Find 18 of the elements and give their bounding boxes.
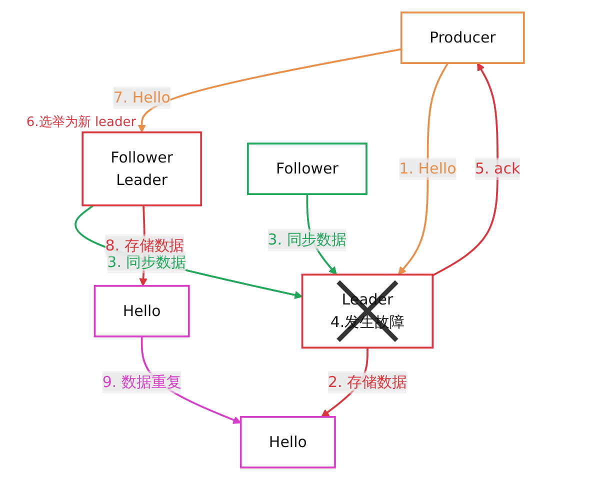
node-box [82,131,202,206]
edge-label: 8. 存储数据 [106,236,185,254]
node-box [302,274,434,349]
node-box [400,12,526,64]
edge-label: 9. 数据重复 [102,372,182,391]
arrow [138,48,402,133]
node-box [247,142,368,196]
node-box [94,284,190,338]
arrow [432,62,499,276]
node-caption: 6.选举为新 leader [26,114,136,132]
edge-label: 7. Hello [114,88,171,106]
edge-label: 3. 同步数据 [268,230,347,248]
edge-label: 2. 存储数据 [328,372,408,391]
edge-label: 5. ack [475,159,520,178]
edge-label: 3. 同步数据 [107,252,186,270]
arrow [398,62,450,275]
node-box [240,416,336,468]
edge-label: 1. Hello [400,159,457,178]
